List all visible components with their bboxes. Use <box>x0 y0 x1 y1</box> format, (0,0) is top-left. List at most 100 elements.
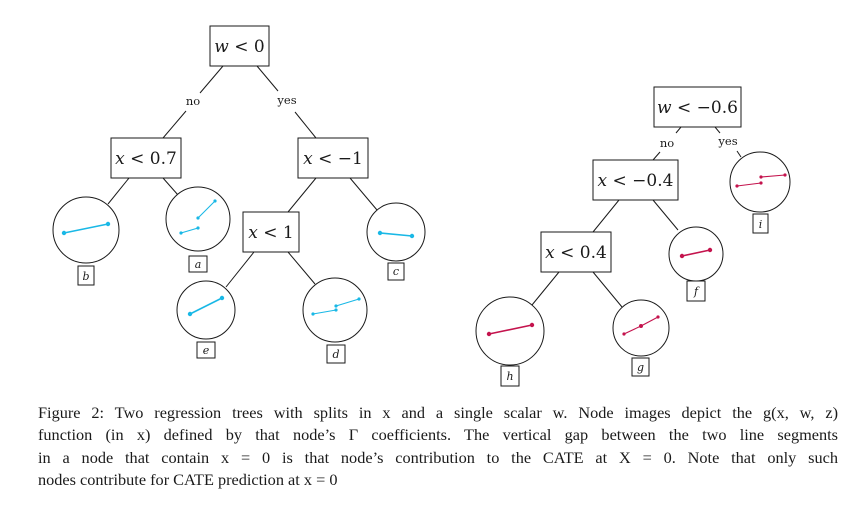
edge-x1-e <box>225 251 255 288</box>
leaf-node-h: h <box>475 296 545 387</box>
edge-x07-b <box>107 177 130 205</box>
edge-xm04-x04 <box>592 199 620 233</box>
segment-endpoint <box>529 322 535 328</box>
segment-endpoint <box>334 308 338 312</box>
split-label: w < 0 <box>214 37 264 57</box>
caption-line-2: function (in x) defined by that node’s Γ… <box>38 425 838 445</box>
segment-endpoint <box>486 331 492 337</box>
line-segment <box>335 298 360 307</box>
edge-root-yes-lower <box>294 111 317 139</box>
split-node-x-lt-1: x < 1 <box>242 211 300 253</box>
segment-endpoint <box>213 199 217 203</box>
segment-group <box>735 173 787 188</box>
segment-group <box>311 297 361 316</box>
line-segment <box>640 316 659 327</box>
split-label: w < −0.6 <box>657 98 738 118</box>
segment-group <box>377 230 415 239</box>
edge-x04-g <box>592 271 623 308</box>
segment-endpoint <box>377 230 383 236</box>
split-node-w-lt-minus-0.6: w < −0.6 <box>653 86 742 128</box>
segment-endpoint <box>707 247 713 253</box>
regression-trees-figure: w < 0 no yes x < 0.7 x < −1 x < 1 b <box>52 25 791 387</box>
segment-group <box>187 295 225 317</box>
segment-group <box>61 221 111 236</box>
line-segment <box>379 232 413 237</box>
segment-endpoint <box>105 221 111 227</box>
segment-endpoint <box>61 230 67 236</box>
segment-endpoint <box>357 297 361 301</box>
split-label: x < 0.4 <box>545 243 607 263</box>
edge-x07-a <box>162 177 179 196</box>
edge-root2-no-upper <box>675 126 682 134</box>
split-label: x < −0.4 <box>598 171 674 191</box>
edge-xm1-c <box>349 177 378 211</box>
segment-endpoint <box>219 295 225 301</box>
leaf-label: f <box>693 285 700 298</box>
segment-endpoint <box>759 181 763 185</box>
split-node-w-lt-0: w < 0 <box>209 25 270 67</box>
edge-label-yes: yes <box>276 93 296 107</box>
leaf-label: i <box>759 218 763 231</box>
line-segment <box>681 249 711 257</box>
segment-endpoint <box>196 216 200 220</box>
edge-root2-no-lower <box>652 151 661 161</box>
caption-line-1: Figure 2: Two regression trees with spli… <box>38 403 838 422</box>
split-label: x < 0.7 <box>115 149 177 169</box>
edge-xm04-f <box>652 199 679 231</box>
leaf-node-c: c <box>366 202 426 281</box>
line-segment <box>189 297 223 315</box>
segment-endpoint <box>334 304 338 308</box>
leaf-label: c <box>393 265 399 278</box>
segment-endpoint <box>679 253 685 259</box>
leaf-label: h <box>506 370 513 383</box>
edge-x1-d <box>287 251 316 285</box>
segment-group <box>679 247 713 259</box>
edge-root-no-upper <box>199 65 224 94</box>
leaf-label: b <box>82 270 89 283</box>
segment-endpoint <box>759 175 763 179</box>
segment-endpoint <box>656 315 660 319</box>
leaf-node-g: g <box>612 299 670 377</box>
segment-endpoint <box>409 233 415 239</box>
line-segment <box>760 174 786 178</box>
split-node-x-lt-0.7: x < 0.7 <box>110 137 182 179</box>
leaf-node-a: a <box>165 186 231 273</box>
split-label: x < 1 <box>248 223 293 243</box>
line-segment <box>312 309 337 315</box>
split-node-x-lt-0.4: x < 0.4 <box>540 231 612 273</box>
segment-endpoint <box>622 332 626 336</box>
segment-group <box>622 315 660 336</box>
leaf-label: e <box>203 344 210 357</box>
line-segment <box>488 324 533 335</box>
segment-group <box>486 322 535 337</box>
edge-root2-yes-upper <box>714 126 721 134</box>
split-node-x-lt-minus-0.4: x < −0.4 <box>592 159 679 201</box>
figure-caption: Figure 2: Two regression trees with spli… <box>38 402 838 491</box>
segment-endpoint <box>783 173 787 177</box>
edge-root-no-lower <box>162 110 187 139</box>
segment-endpoint <box>179 231 183 235</box>
edge-label-no: no <box>660 136 674 150</box>
edge-root-yes-upper <box>256 65 279 92</box>
segment-endpoint <box>196 226 200 230</box>
leaf-label: a <box>195 258 202 271</box>
caption-line-4: nodes contribute for CATE prediction at … <box>38 469 338 489</box>
line-segment <box>180 227 199 234</box>
leaf-node-i: i <box>729 151 791 234</box>
line-segment <box>63 223 109 234</box>
edge-label-no: no <box>186 94 200 108</box>
segment-endpoint <box>187 311 193 317</box>
caption-line-3: in a node that contain x = 0 is that nod… <box>38 447 838 467</box>
split-label: x < −1 <box>303 149 363 169</box>
split-node-x-lt-minus-1: x < −1 <box>297 137 369 179</box>
line-segment <box>197 200 216 219</box>
leaf-label: g <box>637 361 644 374</box>
leaf-label: d <box>332 348 339 361</box>
segment-endpoint <box>735 184 739 188</box>
leaf-node-f: f <box>668 226 724 302</box>
edge-xm1-x1 <box>287 177 317 213</box>
leaf-node-d: d <box>302 277 368 364</box>
leaf-node-e: e <box>176 280 236 359</box>
edge-x04-h <box>531 271 560 306</box>
leaf-node-b: b <box>52 196 120 286</box>
